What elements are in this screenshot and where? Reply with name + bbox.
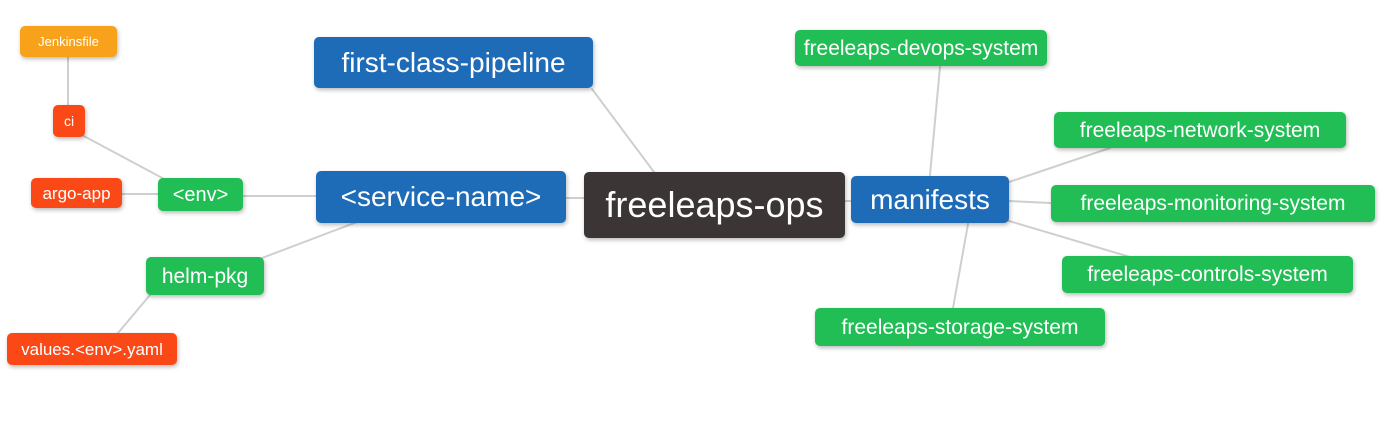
mindmap-node-freeleaps-ops[interactable]: freeleaps-ops: [584, 172, 845, 238]
mindmap-node-label: freeleaps-network-system: [1079, 118, 1321, 142]
mindmap-node-label: argo-app: [42, 183, 111, 203]
mindmap-node-argo-app[interactable]: argo-app: [31, 178, 122, 208]
mindmap-node-label: freeleaps-controls-system: [1087, 263, 1328, 286]
mindmap-edge-first-class-pipeline-to-freeleaps-ops: [591, 88, 655, 173]
mindmap-node-label: freeleaps-ops: [605, 184, 824, 225]
mindmap-node-label: Jenkinsfile: [38, 34, 99, 49]
mindmap-node-manifests[interactable]: manifests: [851, 176, 1009, 223]
mindmap-node-freeleaps-monitoring-system[interactable]: freeleaps-monitoring-system: [1051, 185, 1375, 222]
mindmap-node-label: ci: [63, 113, 75, 129]
mindmap-edge-manifests-to-freeleaps-storage-system: [952, 223, 969, 309]
mindmap-edge-values-env-yaml-to-helm-pkg: [117, 294, 151, 334]
mindmap-node-label: manifests: [870, 183, 990, 215]
mindmap-node-label: <env>: [172, 183, 229, 206]
mindmap-node-helm-pkg[interactable]: helm-pkg: [146, 257, 264, 295]
mindmap-edge-manifests-to-freeleaps-network-system: [1008, 147, 1111, 183]
mindmap-node-label: freeleaps-devops-system: [803, 36, 1039, 60]
mindmap-node-label: <service-name>: [340, 181, 542, 212]
mindmap-node-ci[interactable]: ci: [53, 105, 85, 137]
mindmap-node-label: first-class-pipeline: [341, 46, 566, 78]
mindmap-node-label: values.<env>.yaml: [21, 339, 163, 359]
mindmap-node-freeleaps-controls-system[interactable]: freeleaps-controls-system: [1062, 256, 1353, 293]
mindmap-node-service-name[interactable]: <service-name>: [316, 171, 566, 223]
mindmap-node-freeleaps-network-system[interactable]: freeleaps-network-system: [1054, 112, 1346, 148]
mindmap-node-first-class-pipeline[interactable]: first-class-pipeline: [314, 37, 593, 88]
mindmap-edge-ci-to-env: [79, 133, 167, 181]
mindmap-node-label: freeleaps-monitoring-system: [1080, 192, 1346, 215]
mindmap-node-label: freeleaps-storage-system: [841, 315, 1079, 339]
mindmap-node-freeleaps-storage-system[interactable]: freeleaps-storage-system: [815, 308, 1105, 346]
mindmap-edge-manifests-to-freeleaps-controls-system: [1008, 220, 1131, 258]
mindmap-node-freeleaps-devops-system[interactable]: freeleaps-devops-system: [795, 30, 1047, 66]
mindmap-edge-helm-pkg-to-service-name: [261, 221, 358, 259]
mindmap-edge-manifests-to-freeleaps-devops-system: [929, 66, 941, 176]
mindmap-node-jenkinsfile[interactable]: Jenkinsfile: [20, 26, 117, 57]
mindmap-node-values-env-yaml[interactable]: values.<env>.yaml: [7, 333, 177, 365]
mindmap-edge-manifests-to-freeleaps-monitoring-system: [1008, 200, 1052, 204]
mindmap-node-label: helm-pkg: [161, 264, 249, 288]
mindmap-node-env[interactable]: <env>: [158, 178, 243, 211]
